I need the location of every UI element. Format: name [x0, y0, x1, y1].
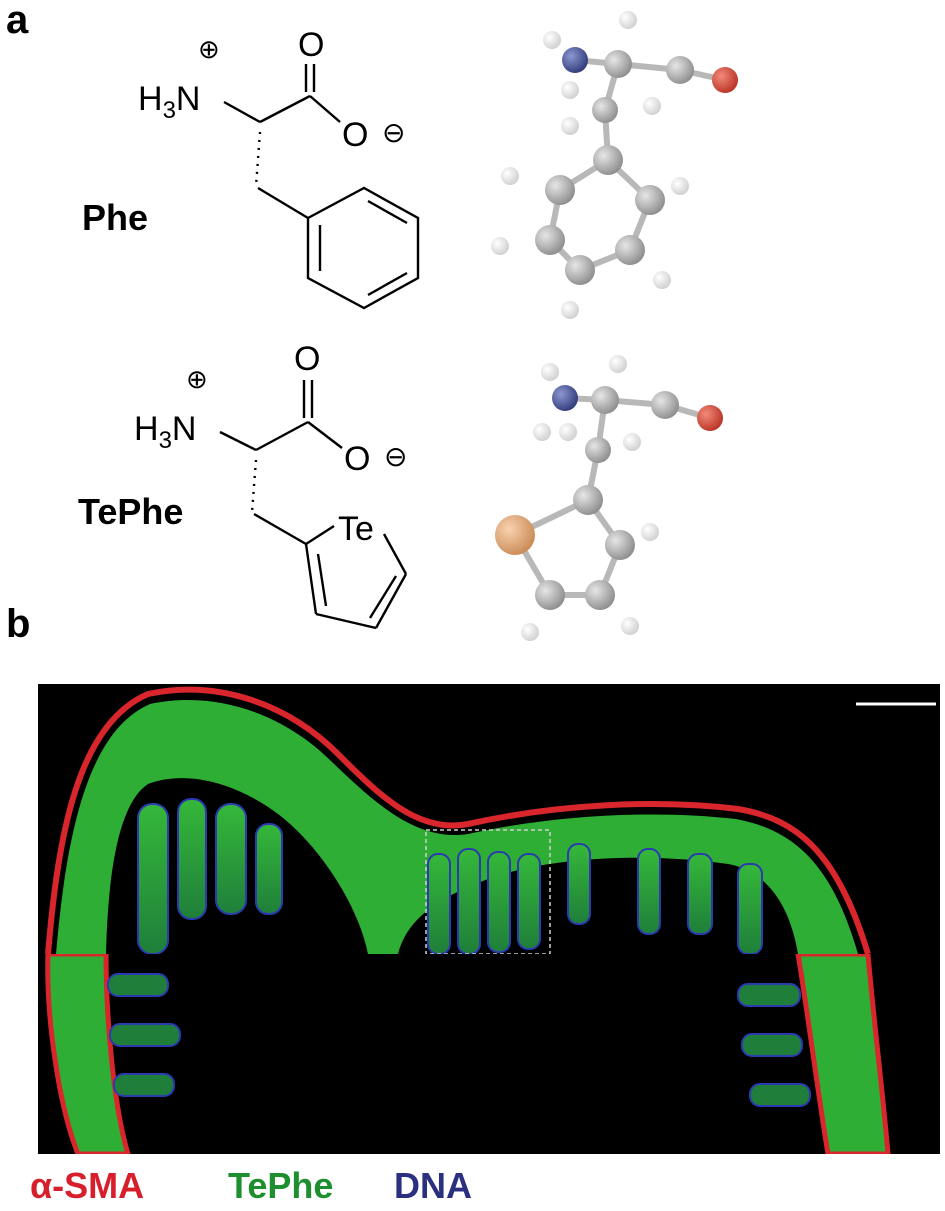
molecule-name-phe: Phe	[82, 197, 149, 238]
tephe-alpha-carbon-atom	[591, 386, 619, 414]
tephe-carboxylate-charge: ⊖	[384, 441, 407, 472]
fluorescence-micrograph	[38, 684, 940, 954]
tephe-oxygen-atom	[697, 405, 723, 431]
phe-carboxyl-carbon-atom	[666, 56, 694, 84]
tephe-hydrogen-atoms	[521, 355, 659, 641]
legend-dna: DNA	[394, 1165, 472, 1206]
tephe-ring-carbon-atom	[605, 530, 635, 560]
phe-oxygen-atom	[712, 67, 738, 93]
tephe-amine-charge: ⊕	[186, 364, 208, 394]
tephe-epithelium	[56, 700, 858, 954]
tephe-ring-carbon-atom	[535, 580, 565, 610]
phe-carboxylate-charge: ⊖	[382, 117, 405, 148]
phe-alpha-carbon-atom	[604, 50, 632, 78]
legend-tephe: TePhe	[228, 1165, 334, 1206]
panel-label-b: b	[6, 602, 31, 646]
legend-alpha-sma: α-SMA	[30, 1165, 145, 1206]
tephe-bonds	[219, 380, 408, 630]
phe-ring-carbon-atom	[565, 255, 595, 285]
tephe-ball-and-stick-model	[495, 355, 723, 641]
phe-beta-carbon-atom	[592, 97, 618, 123]
tephe-carboxyl-carbon-atom	[651, 391, 679, 419]
alpha-sma-layer	[45, 686, 871, 954]
phe-ring-carbon-atom	[593, 145, 623, 175]
phe-ring-carbon-atom	[545, 175, 575, 205]
tephe-amine-label: H3N	[134, 410, 196, 454]
phe-bonds	[223, 64, 420, 310]
villi-group	[137, 798, 763, 954]
tissue-section	[45, 686, 936, 954]
phe-amine-label: H3N	[138, 80, 200, 124]
tephe-tellurium-atom	[495, 515, 535, 555]
phe-ball-and-stick-model	[491, 11, 738, 319]
phe-hydrogen-atoms	[491, 11, 689, 319]
panel-label-a: a	[6, 0, 29, 42]
phe-carbonyl-oxygen: O	[298, 26, 324, 64]
molecule-name-tephe: TePhe	[78, 491, 184, 532]
tephe-nitrogen-atom	[552, 385, 578, 411]
tephe-ring-carbon-atom	[573, 485, 603, 515]
micrograph-lower	[38, 951, 940, 1157]
phe-amine-charge: ⊕	[198, 34, 220, 64]
tephe-tellurium-label: Te	[338, 510, 374, 548]
tephe-structure-formula: H3N ⊕ O O ⊖ Te	[134, 340, 408, 630]
region-of-interest-box	[425, 829, 551, 954]
tephe-beta-carbon-atom	[585, 437, 611, 463]
phe-carboxylate-oxygen: O	[342, 116, 368, 154]
tephe-carbonyl-oxygen: O	[294, 340, 320, 378]
phe-ring-carbon-atom	[635, 185, 665, 215]
phe-ring-carbon-atom	[535, 225, 565, 255]
tephe-ring-carbon-atom	[585, 580, 615, 610]
tephe-carboxylate-oxygen: O	[344, 440, 370, 478]
phe-ring-carbon-atom	[615, 235, 645, 265]
phe-structure-formula: H3N ⊕ O O ⊖	[138, 26, 420, 310]
phe-nitrogen-atom	[562, 47, 588, 73]
